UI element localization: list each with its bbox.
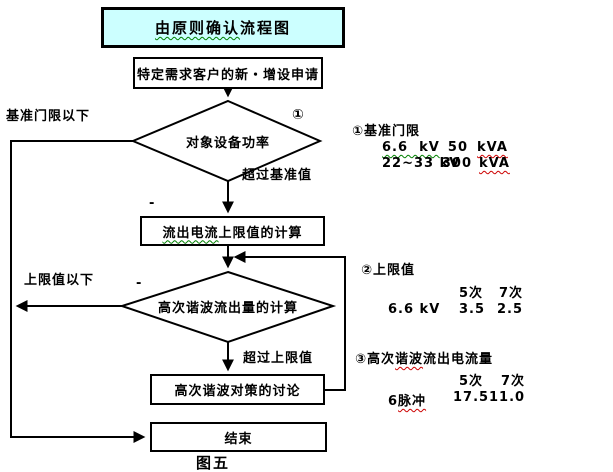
flow-node-end: 结束 — [150, 422, 327, 452]
note1-row1-unit: kVA — [477, 140, 508, 155]
flow-node-process1-label: 流出电流上限值的计算 — [162, 222, 302, 241]
title-text-plain: 流程图 — [240, 19, 292, 37]
connector-feedback-loop — [233, 251, 346, 391]
note1-row1-label: 6.6 kV — [382, 140, 440, 155]
flow-node-process1: 流出电流上限值的计算 — [140, 216, 325, 246]
process1-text-plain: 上限值的计算 — [218, 225, 303, 241]
note2-row-val1: 3.5 — [459, 302, 486, 317]
stray-dash-2: - — [136, 276, 143, 291]
note3-header-col2: 7次 — [501, 374, 526, 389]
decision2-diamond-shape — [118, 270, 337, 344]
flow-node-start: 特定需求客户的新・增设申请 — [133, 57, 323, 89]
note2-header-col1: 5次 — [459, 286, 484, 301]
edge-label-over-limit: 超过上限值 — [243, 351, 314, 366]
flow-node-start-label: 特定需求客户的新・增设申请 — [136, 67, 319, 83]
decision1-diamond-shape — [130, 99, 323, 183]
note1-row2-unit: kVA — [479, 156, 510, 171]
note2-row-label: 6.6 kV — [388, 302, 441, 317]
edge-label-over-threshold: 超过基准值 — [242, 168, 313, 183]
flow-node-end-label: 结束 — [224, 431, 253, 447]
page-title: 由原则确认流程图 — [155, 17, 291, 38]
ref1-circled-number: ① — [292, 107, 305, 123]
note3-row-val1: 17.5 — [453, 390, 490, 405]
stray-dash-1: - — [149, 196, 156, 211]
figure-caption: 图五 — [196, 454, 231, 472]
edge-label-below-limit: 上限值以下 — [24, 273, 95, 288]
note1-row1-value: 50 — [447, 140, 468, 155]
edge-label-below-threshold: 基准门限以下 — [6, 109, 91, 124]
note1-row2-value: 300 — [441, 156, 472, 171]
note1-title: ①基准门限 — [352, 124, 421, 139]
note3-row-val2: 11.0 — [489, 390, 526, 405]
process1-text-underlined: 流出电流 — [162, 225, 219, 241]
note2-row-val2: 2.5 — [497, 302, 524, 317]
flow-node-decision2-label: 高次谐波流出量的计算 — [157, 301, 298, 316]
note3-header-col1: 5次 — [459, 374, 484, 389]
title-text-underlined: 由原则确认 — [154, 19, 240, 37]
title-box: 由原则确认流程图 — [101, 7, 345, 48]
flow-node-process2: 高次谐波对策的讨论 — [150, 374, 325, 405]
flow-node-process2-label: 高次谐波对策的讨论 — [174, 384, 301, 399]
connector-below-threshold-to-end — [10, 140, 146, 443]
note2-title: ②上限值 — [361, 263, 416, 278]
note3-row-label: 6脉冲 — [388, 394, 427, 409]
note1-row2-label: 22~33 kV — [382, 156, 461, 171]
note3-title: ③高次谐波流出电流量 — [355, 352, 494, 367]
note2-header-col2: 7次 — [499, 286, 524, 301]
flow-node-decision1-label: 对象设备功率 — [185, 136, 270, 151]
